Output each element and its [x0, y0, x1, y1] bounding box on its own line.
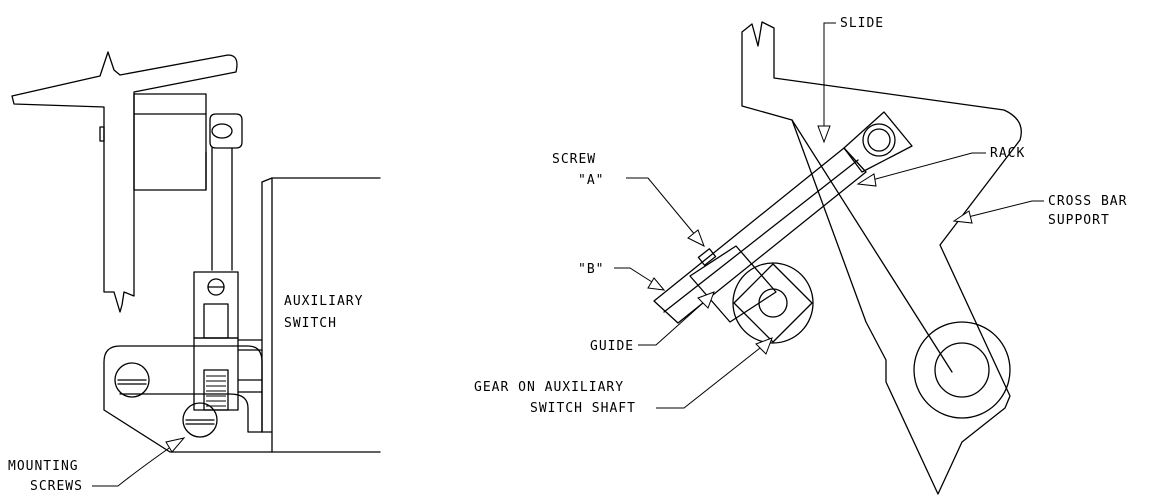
actuator-block [133, 93, 207, 191]
mounting-bracket [103, 345, 273, 453]
label-auxiliary-switch-1: AUXILIARY [284, 294, 363, 309]
guide [689, 245, 777, 323]
gear [732, 262, 814, 344]
leader-gear [656, 347, 761, 409]
label-gear-2: SWITCH SHAFT [530, 401, 636, 416]
leader-rack [871, 152, 986, 181]
arrow-rack [856, 173, 877, 187]
label-gear-1: GEAR ON AUXILIARY [474, 380, 624, 395]
label-b: "B" [578, 262, 604, 277]
slide-pin-outer [862, 123, 896, 157]
label-mounting-screws-1: MOUNTING [8, 459, 79, 474]
label-cross-bar-support-1: CROSS BAR [1048, 194, 1127, 209]
arrow-screw-a [687, 229, 705, 248]
link-rod [209, 113, 243, 149]
leader-b [614, 267, 653, 283]
arrow-guide [697, 291, 715, 309]
leader-guide [638, 301, 705, 346]
label-guide: GUIDE [590, 339, 634, 354]
pivot-inner [934, 342, 990, 398]
arrow-slide [817, 125, 831, 144]
screw-a-head [697, 248, 717, 266]
arm-tab [99, 126, 105, 142]
rack [653, 147, 867, 324]
mounting-screw-lower [182, 402, 218, 438]
leader-screw-a [626, 177, 697, 237]
label-slide: SLIDE [840, 16, 884, 31]
breaker-arm [11, 51, 238, 313]
slide [843, 111, 913, 173]
leader-cross-bar-support [967, 200, 1044, 218]
cross-bar-support [741, 21, 1022, 495]
label-mounting-screws-2: SCREWS [30, 479, 83, 494]
arrow-b [647, 277, 666, 291]
arrow-mounting-screws [165, 437, 186, 453]
label-cross-bar-support-2: SUPPORT [1048, 213, 1110, 228]
link-pin [211, 123, 233, 139]
label-rack: RACK [990, 146, 1025, 161]
leader-mounting-screws [92, 445, 173, 487]
auxiliary-switch-housing [261, 177, 381, 433]
threaded-end [206, 375, 226, 407]
arrow-gear [755, 337, 773, 355]
label-screw-a-2: "A" [578, 173, 604, 188]
mounting-screw-upper [114, 362, 150, 398]
slide-pin-inner [867, 128, 891, 152]
right-assembly [653, 21, 1022, 495]
arrow-cross-bar-support [952, 210, 973, 224]
label-auxiliary-switch-2: SWITCH [284, 316, 337, 331]
gear-hub [758, 288, 788, 318]
left-assembly [11, 51, 381, 453]
label-screw-a-1: SCREW [552, 152, 596, 167]
adjuster-body [193, 271, 239, 339]
leader-slide [823, 22, 836, 128]
pivot-outer [913, 321, 1011, 419]
